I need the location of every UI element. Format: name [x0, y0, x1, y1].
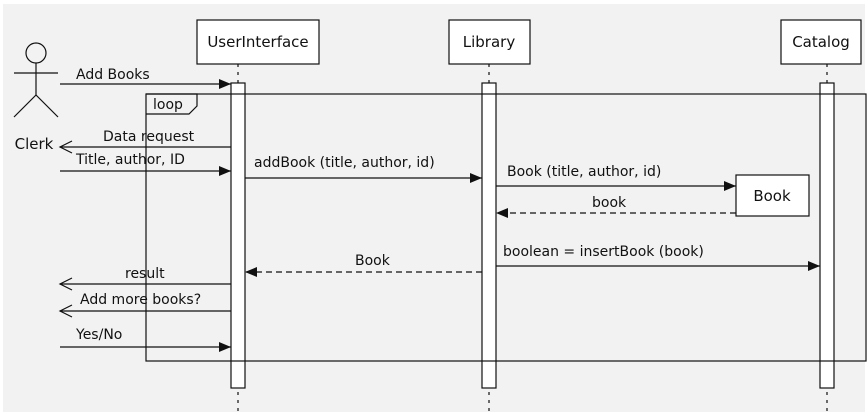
- loop-fragment: [145, 93, 867, 362]
- message-book-return-ui-label: Book: [355, 253, 391, 269]
- message-book-constructor-label: Book (title, author, id): [507, 164, 661, 180]
- lifeline-label-library: Library: [463, 33, 516, 51]
- lifeline-box-library: [448, 19, 531, 65]
- message-result-arrowhead: [58, 277, 73, 291]
- message-book-return-label: book: [592, 195, 627, 211]
- lifeline-box-userinterface: [196, 19, 320, 65]
- message-add-books-label: Add Books: [76, 67, 150, 83]
- loop-fragment-operator: loop: [153, 97, 183, 113]
- activation-bar-userinterface: [230, 82, 246, 389]
- message-addbook-label: addBook (title, author, id): [254, 155, 435, 171]
- lifeline-label-catalog: Catalog: [792, 33, 850, 51]
- activation-bar-catalog: [819, 82, 835, 389]
- message-yes-no-label: Yes/No: [75, 327, 122, 343]
- loop-fragment-tab: [146, 93, 198, 115]
- message-insertbook-label: boolean = insertBook (book): [503, 244, 704, 260]
- lifeline-label-userinterface: UserInterface: [207, 33, 308, 51]
- message-title-author-id-label: Title, author, ID: [75, 152, 185, 168]
- message-add-more-books-label: Add more books?: [80, 292, 201, 308]
- diagram-background: [3, 4, 865, 412]
- created-object-label: Book: [753, 187, 791, 205]
- message-data-request-label: Data request: [103, 129, 195, 145]
- activation-bar-library: [481, 82, 497, 389]
- message-data-request-arrowhead: [58, 140, 73, 154]
- actor-label: Clerk: [15, 135, 54, 153]
- message-add-more-books-arrowhead: [58, 304, 73, 318]
- created-object-book: [735, 174, 810, 217]
- message-result-label: result: [125, 266, 165, 282]
- lifeline-box-catalog: [780, 19, 862, 65]
- actor-clerk-icon: [13, 42, 59, 118]
